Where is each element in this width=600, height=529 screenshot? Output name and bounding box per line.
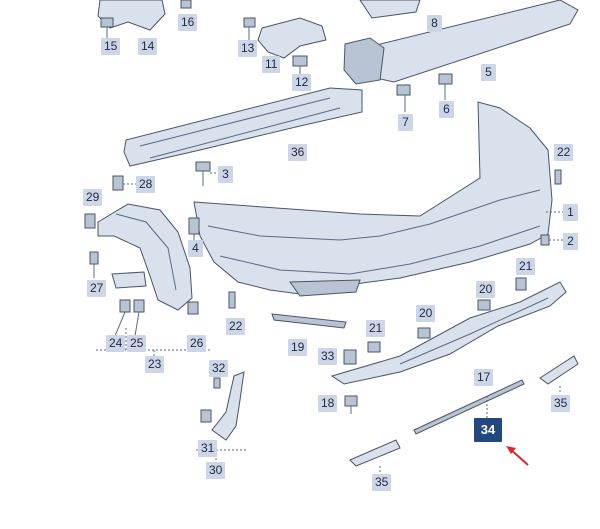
label-part-19: 19 (288, 339, 308, 356)
label-part-17: 17 (474, 369, 494, 386)
label-part-34-highlighted[interactable]: 34 (474, 418, 502, 442)
clip-2-shape (540, 234, 564, 246)
label-part-25: 25 (127, 335, 147, 352)
label-part-1: 1 (563, 204, 578, 221)
label-part-22-left: 22 (226, 318, 246, 335)
bracket-11-shape (243, 17, 327, 59)
label-part-35-right: 35 (551, 395, 571, 412)
label-part-26: 26 (187, 335, 207, 352)
bolt-12-shape (292, 55, 308, 75)
label-part-3: 3 (218, 166, 233, 183)
label-part-12: 12 (292, 74, 312, 91)
mudflap-30-shape (196, 371, 248, 460)
reflector-35-right-shape (539, 355, 579, 385)
beam-5-shape (343, 0, 579, 85)
diffuser-17-shape (330, 281, 567, 385)
label-part-14: 14 (138, 38, 158, 55)
red-arrow-icon (506, 446, 529, 466)
label-part-36: 36 (288, 144, 308, 161)
label-part-7: 7 (398, 114, 413, 131)
bolt-6-shape (438, 73, 453, 100)
label-part-5: 5 (481, 64, 496, 81)
bolt-7-shape (396, 84, 411, 112)
clip-20-center-shape (417, 327, 431, 339)
label-part-6: 6 (439, 101, 454, 118)
trim-strip-34-shape (413, 379, 525, 435)
label-part-2: 2 (563, 233, 578, 250)
label-part-21-center: 21 (366, 320, 386, 337)
clip-21-lower-shape (367, 341, 381, 353)
parts-24-25-shape (111, 271, 147, 337)
clip-16-shape (180, 0, 192, 9)
label-part-11: 11 (262, 56, 281, 73)
absorber-36-shape (123, 87, 363, 167)
wheel-liner-23-shape (97, 203, 193, 311)
bracket-14-shape (97, 0, 166, 31)
clip-21-right-shape (515, 277, 527, 291)
screw-15-shape (100, 17, 114, 38)
label-part-32: 32 (209, 360, 229, 377)
clip-26-shape (187, 301, 199, 315)
bracket-4-shape (188, 217, 200, 240)
label-part-16: 16 (178, 14, 198, 31)
label-part-20-right: 20 (476, 281, 496, 298)
bolt-18-shape (344, 395, 358, 414)
label-part-18: 18 (318, 395, 338, 412)
label-part-21-right: 21 (516, 258, 536, 275)
label-part-23: 23 (145, 356, 165, 373)
label-part-33: 33 (318, 348, 338, 365)
label-part-4: 4 (188, 240, 203, 257)
label-part-13: 13 (238, 40, 258, 57)
screw-3-shape (195, 161, 218, 186)
label-part-28: 28 (136, 176, 156, 193)
screw-27-shape (89, 251, 99, 278)
clip-20-right-shape (477, 299, 491, 311)
label-part-20-center: 20 (416, 305, 436, 322)
label-part-27: 27 (87, 280, 107, 297)
part-33-shape (343, 349, 357, 365)
trim-19-shape (271, 313, 347, 329)
label-part-15: 15 (101, 38, 121, 55)
label-part-29: 29 (83, 189, 103, 206)
label-part-30: 30 (206, 462, 226, 479)
clip-22-right-shape (554, 169, 562, 185)
label-part-22-right: 22 (554, 144, 574, 161)
bumper-cover-1-shape (193, 101, 553, 297)
label-part-24: 24 (106, 335, 126, 352)
plug-29-shape (84, 213, 96, 229)
clip-28-shape (112, 175, 136, 191)
label-part-35-left: 35 (372, 474, 392, 491)
label-part-31: 31 (198, 440, 218, 457)
label-part-8: 8 (427, 15, 442, 32)
reflector-35-left-shape (349, 439, 401, 467)
clip-22-left-shape (228, 291, 236, 309)
